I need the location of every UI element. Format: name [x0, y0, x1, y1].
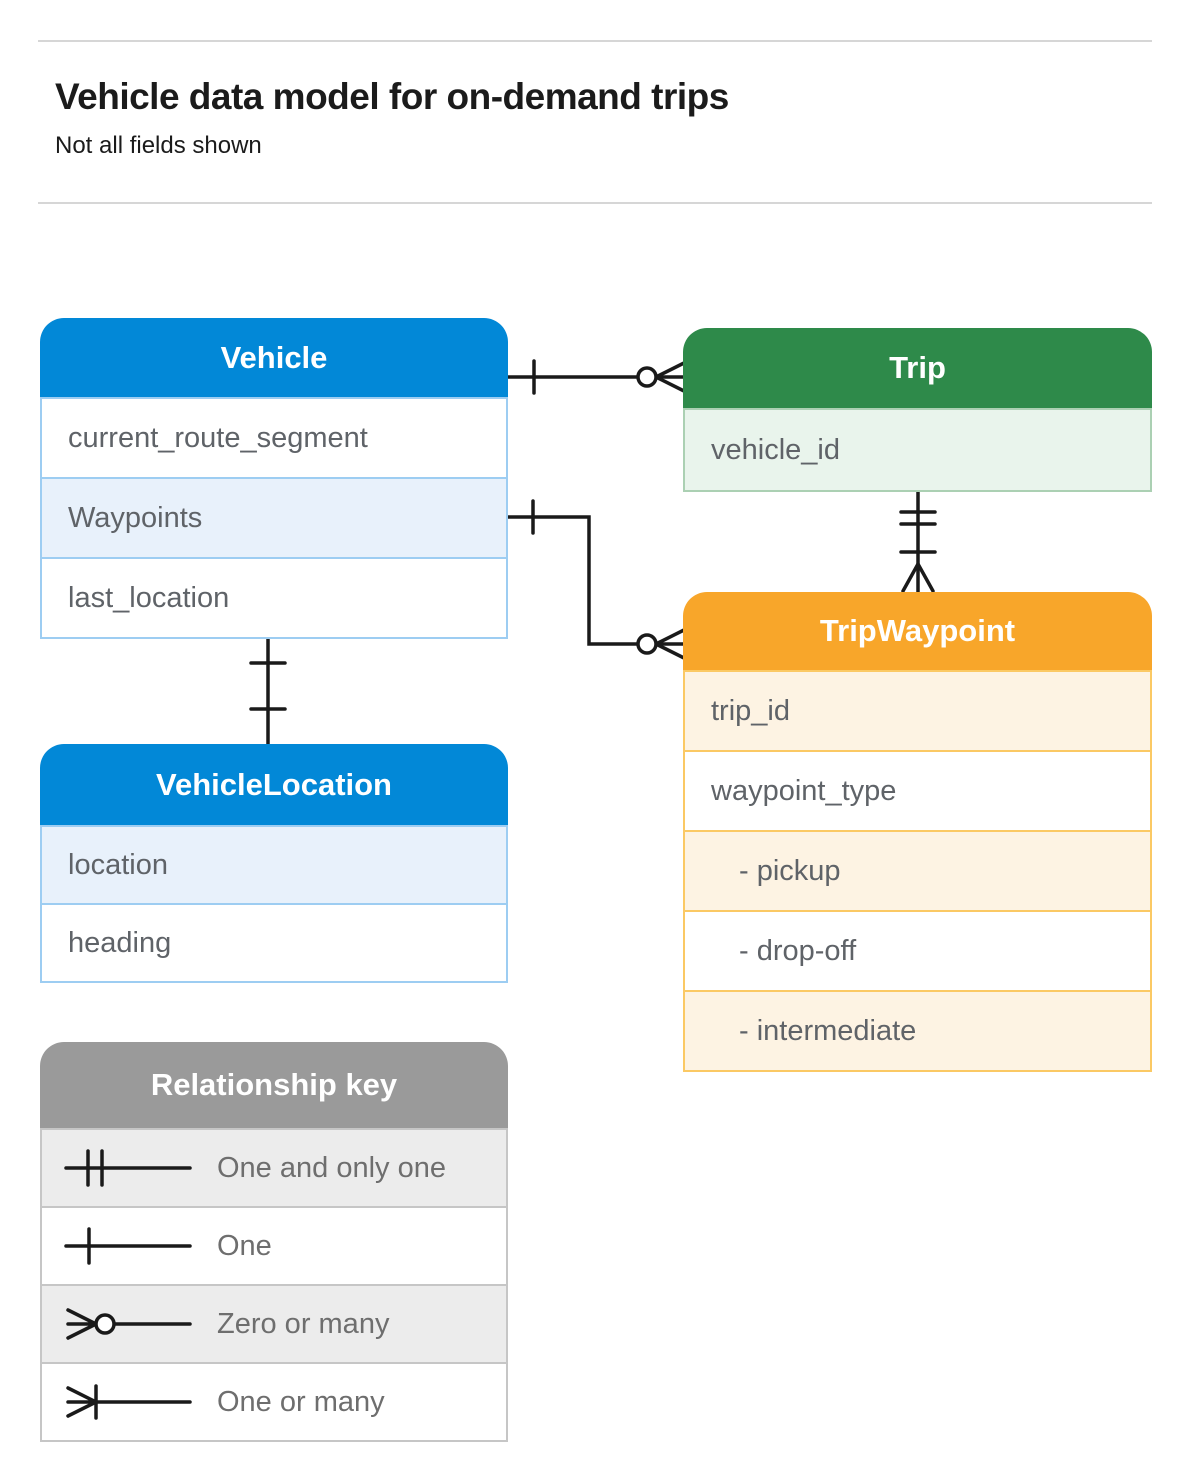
entity-tripwaypoint-title: TripWaypoint — [683, 592, 1152, 670]
entity-tripwaypoint-fields: trip_id waypoint_type - pickup - drop-of… — [683, 670, 1152, 1072]
enum-drop-off: - drop-off — [685, 910, 1150, 990]
legend-label: One — [217, 1229, 272, 1262]
connector-vehicle-trip — [506, 359, 686, 395]
entity-vehiclelocation: VehicleLocation location heading — [40, 744, 508, 983]
page-subtitle: Not all fields shown — [55, 132, 262, 159]
legend-item-zero-or-many: Zero or many — [42, 1284, 506, 1362]
entity-tripwaypoint: TripWaypoint trip_id waypoint_type - pic… — [683, 592, 1152, 1072]
page-title: Vehicle data model for on-demand trips — [55, 76, 729, 117]
legend-label: One and only one — [217, 1151, 446, 1184]
entity-vehicle-title: Vehicle — [40, 318, 508, 397]
field-vehicle-id: vehicle_id — [685, 410, 1150, 490]
entity-trip-title: Trip — [683, 328, 1152, 408]
entity-trip-fields: vehicle_id — [683, 408, 1152, 492]
zero-or-many-icon — [66, 1308, 192, 1340]
entity-trip: Trip vehicle_id — [683, 328, 1152, 492]
entity-vehicle: Vehicle current_route_segment Waypoints … — [40, 318, 508, 639]
field-waypoint-type: waypoint_type — [685, 750, 1150, 830]
field-trip-id: trip_id — [685, 672, 1150, 750]
one-and-only-one-icon — [64, 1149, 192, 1187]
enum-pickup: - pickup — [685, 830, 1150, 910]
legend-label: Zero or many — [217, 1307, 390, 1340]
legend-label: One or many — [217, 1385, 385, 1418]
field-location: location — [42, 827, 506, 903]
entity-vehicle-fields: current_route_segment Waypoints last_loc… — [40, 397, 508, 639]
relationship-key-items: One and only one One Zero or many — [40, 1128, 508, 1442]
field-waypoints: Waypoints — [42, 477, 506, 557]
field-heading: heading — [42, 903, 506, 981]
connector-waypoints-tripwaypoint — [506, 499, 686, 660]
enum-intermediate: - intermediate — [685, 990, 1150, 1070]
legend-item-one: One — [42, 1206, 506, 1284]
one-icon — [64, 1227, 192, 1265]
header-divider — [38, 202, 1152, 204]
legend-item-one-and-only-one: One and only one — [42, 1130, 506, 1206]
relationship-key-title: Relationship key — [40, 1042, 508, 1128]
legend-item-one-or-many: One or many — [42, 1362, 506, 1440]
connector-trip-tripwaypoint — [899, 488, 937, 594]
field-last-location: last_location — [42, 557, 506, 637]
connector-vehicle-vehiclelocation — [249, 636, 287, 746]
relationship-key: Relationship key One and only one One — [40, 1042, 508, 1442]
top-divider — [38, 40, 1152, 42]
one-or-many-icon — [66, 1384, 192, 1420]
field-current-route-segment: current_route_segment — [42, 399, 506, 477]
entity-vehiclelocation-fields: location heading — [40, 825, 508, 983]
entity-vehiclelocation-title: VehicleLocation — [40, 744, 508, 825]
